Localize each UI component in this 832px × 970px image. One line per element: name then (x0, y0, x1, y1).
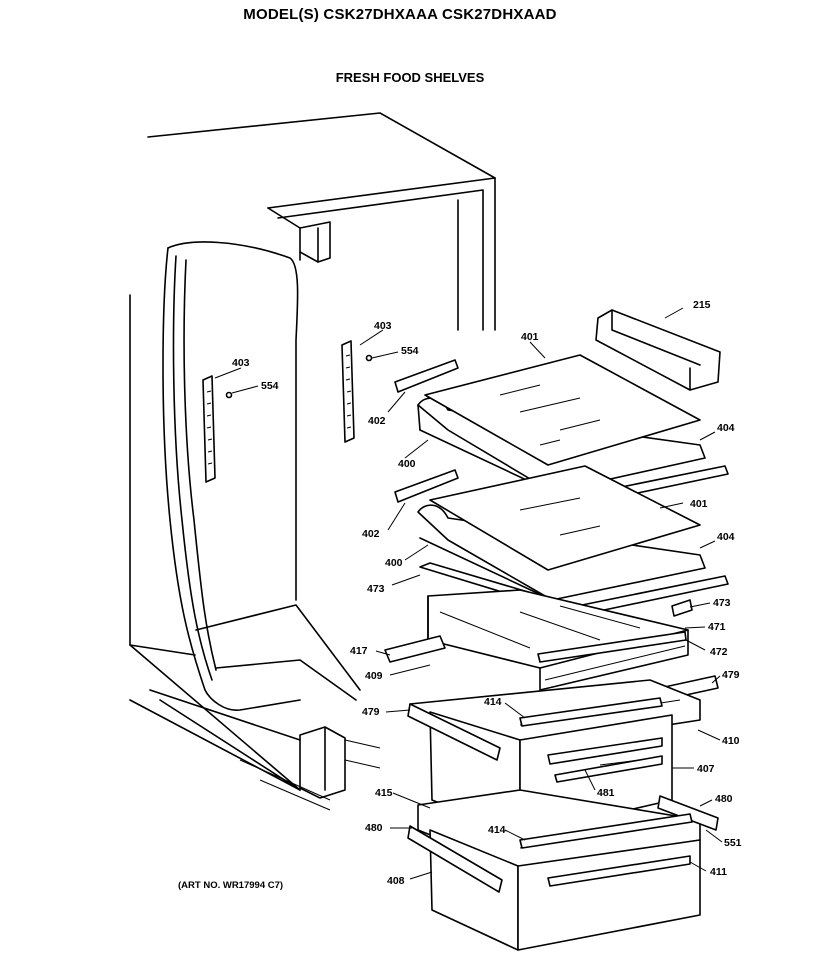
lower-drawer-408 (407, 789, 719, 951)
part-label-473: 473 (713, 597, 731, 609)
screw-icon (225, 391, 233, 399)
screw-icon (365, 354, 373, 362)
art-number: (ART NO. WR17994 C7) (178, 880, 284, 891)
part-label-404: 404 (717, 422, 735, 434)
part-label-401: 401 (690, 498, 708, 510)
part-label-402: 402 (368, 415, 386, 427)
cabinet-outline (129, 112, 496, 811)
leader-lines (214, 307, 723, 880)
part-label-479: 479 (722, 669, 740, 681)
part-label-408: 408 (387, 875, 405, 887)
part-label-401: 401 (521, 331, 539, 343)
part-label-403: 403 (232, 357, 250, 369)
door-bin-215 (595, 309, 721, 391)
part-label-554: 554 (261, 380, 279, 392)
part-label-417: 417 (350, 645, 368, 657)
part-label-215: 215 (693, 299, 711, 311)
part-label-480: 480 (365, 822, 383, 834)
part-label-411: 411 (710, 866, 727, 878)
shelf-support-left (202, 375, 233, 483)
part-labels: 215 401 403 554 403 554 402 404 400 401 … (232, 299, 742, 887)
part-label-410: 410 (722, 735, 740, 747)
part-label-415: 415 (375, 787, 393, 799)
part-label-481: 481 (597, 787, 615, 799)
part-label-551: 551 (724, 837, 742, 849)
part-label-409: 409 (365, 670, 383, 682)
section-title: FRESH FOOD SHELVES (335, 70, 485, 85)
upper-drawer-407 (407, 679, 701, 836)
part-label-403: 403 (374, 320, 392, 332)
part-label-554: 554 (401, 345, 419, 357)
crisper-cover-assembly (384, 589, 719, 701)
part-label-407: 407 (697, 763, 715, 775)
part-label-480: 480 (715, 793, 733, 805)
part-label-473: 473 (367, 583, 385, 595)
part-label-479: 479 (362, 706, 380, 718)
part-label-400: 400 (398, 458, 416, 470)
part-label-414: 414 (484, 696, 502, 708)
shelf-support-right (341, 340, 373, 443)
part-label-471: 471 (708, 621, 726, 633)
middle-shelf-assembly (394, 465, 729, 615)
part-label-400: 400 (385, 557, 403, 569)
part-label-402: 402 (362, 528, 380, 540)
part-label-472: 472 (710, 646, 728, 658)
part-label-404: 404 (717, 531, 735, 543)
part-label-414: 414 (488, 824, 506, 836)
model-title: MODEL(S) CSK27DHXAAA CSK27DHXAAD (243, 6, 557, 23)
